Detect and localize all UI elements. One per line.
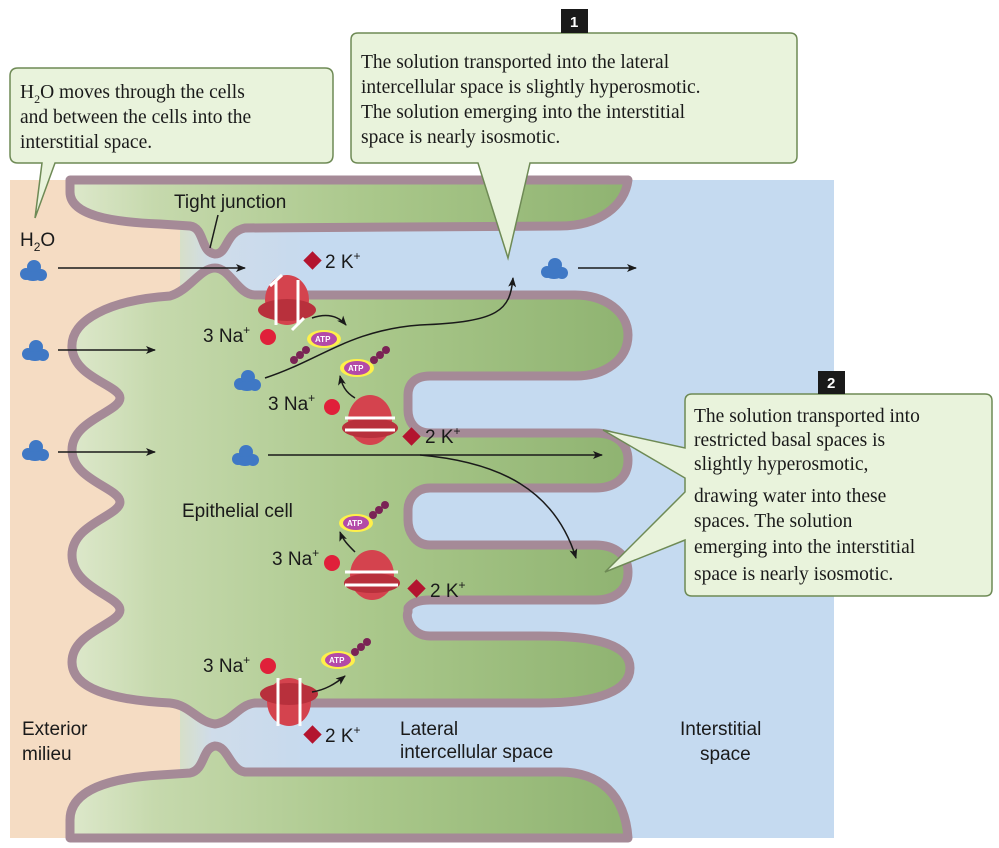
atp-reaction-arrow [338, 375, 356, 399]
svg-text:slightly hyperosmotic,: slightly hyperosmotic, [694, 454, 868, 475]
potassium-ion-label: 2 K+ [425, 424, 461, 448]
svg-text:spaces. The solution: spaces. The solution [694, 511, 853, 532]
svg-text:emerging into the interstitial: emerging into the interstitial [694, 537, 916, 558]
tight-junction-label: Tight junction [174, 192, 286, 213]
potassium-ion-label: 2 K+ [325, 249, 361, 273]
sodium-ion-label: 3 Na+ [268, 391, 315, 415]
lower-cell [65, 741, 633, 843]
step-1-badge [561, 9, 588, 33]
interstitial-space-label-line2: space [700, 744, 751, 765]
atp-molecule-icon: ATP [340, 346, 390, 377]
step-2-badge-number: 2 [827, 375, 835, 392]
potassium-ion-label: 2 K+ [325, 723, 361, 747]
water-flow-curve-arrow [419, 454, 578, 559]
atp-reaction-arrow [311, 675, 346, 693]
exterior-milieu-label-line1: Exterior [22, 719, 88, 740]
sodium-ion-icon [260, 658, 276, 674]
svg-text:H2O moves through the cells: H2O moves through the cells [20, 82, 245, 106]
sodium-potassium-pump [344, 550, 400, 600]
atp-molecule-icon: ATP [290, 330, 341, 364]
sodium-ion-icon [324, 399, 340, 415]
svg-text:space is nearly isosmotic.: space is nearly isosmotic. [361, 127, 560, 148]
sodium-ion-label: 3 Na+ [272, 546, 319, 570]
svg-text:ATP: ATP [348, 364, 364, 373]
svg-text:The solution transported into: The solution transported into [694, 406, 920, 427]
lateral-space-label-line2: intercellular space [400, 742, 553, 763]
exterior-milieu-label-line2: milieu [22, 744, 72, 765]
atp-molecule-icon: ATP [339, 501, 389, 532]
sodium-potassium-pump [260, 678, 318, 726]
atp-reaction-arrow [311, 314, 347, 326]
svg-text:intercellular space is slightl: intercellular space is slightly hyperosm… [361, 77, 701, 98]
sodium-ion-label: 3 Na+ [203, 653, 250, 677]
potassium-ion-label: 2 K+ [430, 578, 466, 602]
step-1-callout: 1 The solution transported into the late… [350, 9, 798, 261]
sodium-ion-label: 3 Na+ [203, 323, 250, 347]
sodium-ion-icon [260, 329, 276, 345]
main-epithelial-cell [67, 263, 635, 729]
atp-reaction-arrow [339, 531, 356, 553]
svg-text:drawing water into these: drawing water into these [694, 486, 886, 507]
svg-text:ATP: ATP [329, 656, 345, 665]
lateral-space-label-line1: Lateral [400, 719, 458, 740]
potassium-ion-icon [303, 251, 322, 270]
potassium-ion-icon [402, 427, 421, 446]
tight-junction-pointer [209, 214, 219, 249]
sodium-potassium-pump [258, 273, 316, 332]
epithelial-cell-label: Epithelial cell [182, 501, 293, 522]
step-2-callout: 2 The solution transported into restrict… [602, 371, 993, 597]
svg-text:restricted basal spaces is: restricted basal spaces is [694, 430, 885, 451]
potassium-ion-icon [303, 725, 322, 744]
sodium-ion-icon [324, 555, 340, 571]
sodium-potassium-pump [342, 395, 398, 445]
h2o-symbol-label: H2O [20, 230, 55, 254]
svg-text:The solution emerging into the: The solution emerging into the interstit… [361, 102, 686, 123]
svg-text:and between the cells into the: and between the cells into the [20, 107, 251, 128]
svg-text:space is nearly isosmotic.: space is nearly isosmotic. [694, 564, 893, 585]
svg-text:The solution transported into: The solution transported into the latera… [361, 52, 670, 73]
svg-text:ATP: ATP [315, 335, 331, 344]
water-movement-callout: H2O moves through the cells and between … [9, 67, 334, 219]
step-1-badge-number: 1 [570, 14, 578, 31]
potassium-ion-icon [407, 579, 426, 598]
atp-molecule-icon: ATP [321, 638, 371, 669]
step-2-badge [818, 371, 845, 394]
svg-text:interstitial space.: interstitial space. [20, 132, 152, 153]
svg-text:ATP: ATP [347, 519, 363, 528]
water-flow-curve-arrow [264, 277, 517, 379]
interstitial-space-label-line1: Interstitial [680, 719, 761, 740]
